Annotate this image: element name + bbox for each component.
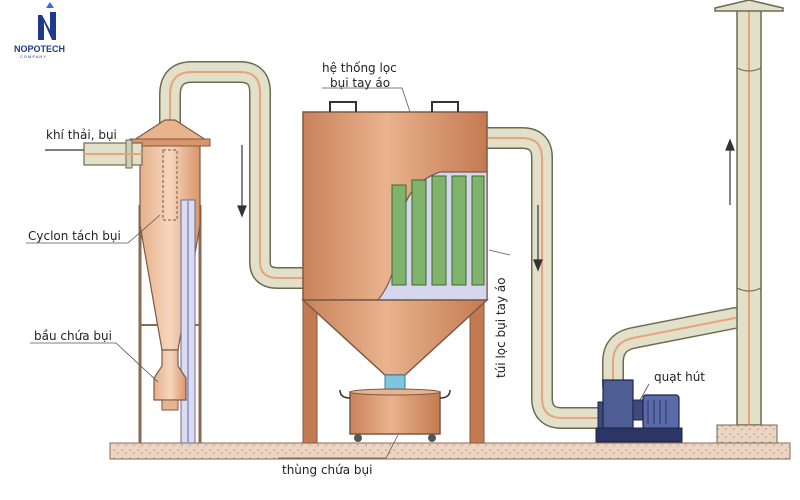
bag-filter-housing [301,101,489,444]
cyclone [83,119,211,444]
hopper [301,299,489,376]
label-filter-system-2: bụi tay áo [330,76,390,90]
logo-name: NOPOTECH [14,44,65,54]
stack-base [716,424,778,444]
filter-bags [391,175,485,286]
label-exhaust: khí thải, bụi [46,128,117,142]
dust-bin [339,388,451,442]
dust-bulb [153,349,187,401]
label-dust-bulb: bầu chứa bụi [34,329,112,343]
label-dust-bin: thùng chứa bụi [282,463,373,477]
arrow-down-icon [533,205,543,272]
arrow-down-icon [237,145,247,218]
company-logo: NOPOTECH COMPANY [14,2,65,59]
pipes [159,61,746,429]
lid-handle [431,101,459,112]
label-fan: quạt hút [654,370,705,384]
ground-slab [109,442,791,460]
label-cyclone: Cyclon tách bụi [28,229,121,243]
leader-lines [26,87,650,459]
stack-cap [714,0,784,12]
suction-fan [595,379,683,443]
logo-icon [38,12,56,40]
label-filter-system-1: hệ thống lọc [322,61,397,75]
lid-handle [329,101,357,112]
exhaust-stack [714,0,784,444]
label-filter-bag: túi lọc bụi tay áo [494,277,508,378]
arrow-up-icon [725,138,735,205]
logo-sub: COMPANY [20,54,47,59]
